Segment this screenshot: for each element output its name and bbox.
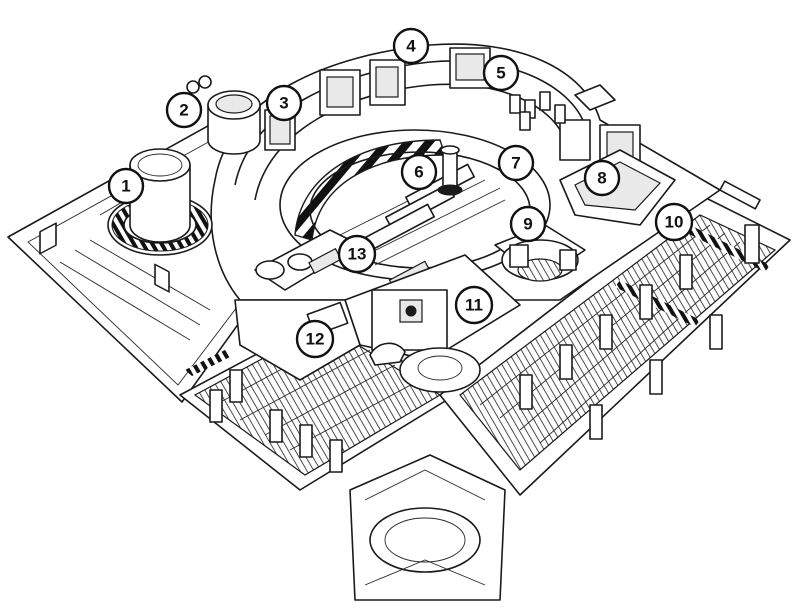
callout-3: 3	[265, 84, 303, 122]
callout-10: 10	[654, 202, 694, 242]
reactor-dome	[186, 75, 261, 155]
callout-6: 6	[400, 153, 438, 191]
bottom-floor-wing	[349, 454, 506, 601]
right-cabin-block	[439, 180, 791, 496]
svg-text:7: 7	[511, 154, 520, 173]
callout-9: 9	[509, 205, 547, 243]
callout-markers: 1 2 3 4 5 6 7 8 9 10 11	[107, 27, 694, 359]
crew-seats	[509, 84, 616, 131]
callout-7: 7	[497, 144, 535, 182]
svg-text:12: 12	[306, 330, 325, 349]
svg-text:6: 6	[414, 163, 423, 182]
callout-13: 13	[337, 234, 377, 274]
svg-text:13: 13	[348, 245, 367, 264]
svg-text:2: 2	[179, 101, 188, 120]
callout-2: 2	[165, 91, 203, 129]
svg-text:9: 9	[523, 215, 532, 234]
callout-11: 11	[454, 285, 494, 325]
callout-5: 5	[482, 54, 520, 92]
svg-text:8: 8	[597, 169, 606, 188]
svg-text:11: 11	[465, 296, 483, 315]
svg-text:10: 10	[665, 213, 684, 232]
callout-8: 8	[583, 159, 621, 197]
callout-12: 12	[295, 319, 335, 359]
svg-text:4: 4	[406, 37, 416, 56]
callout-1: 1	[107, 167, 145, 205]
svg-text:5: 5	[496, 64, 505, 83]
cylinder-chamber	[107, 148, 213, 256]
svg-text:1: 1	[121, 177, 130, 196]
svg-text:3: 3	[279, 94, 288, 113]
central-pylon	[437, 145, 463, 196]
callout-4: 4	[392, 27, 430, 65]
